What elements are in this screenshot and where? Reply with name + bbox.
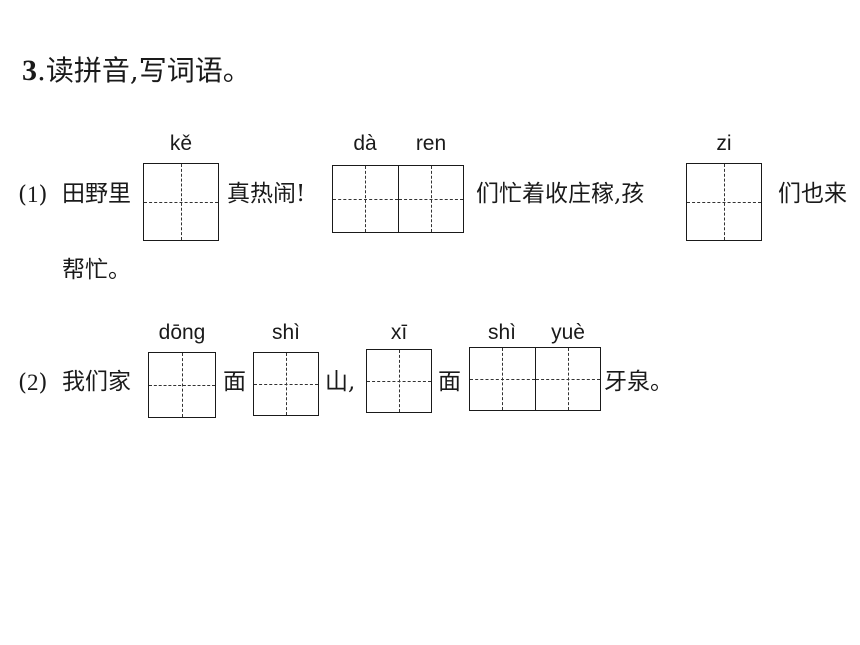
item-2-text-5: 牙泉。 xyxy=(604,369,673,395)
pinyin-dong: dōng xyxy=(158,321,206,344)
answer-box-ke[interactable] xyxy=(143,163,219,241)
answer-box-shi-1[interactable] xyxy=(253,352,319,416)
pinyin-ke: kě xyxy=(169,132,193,155)
pinyin-da: dà xyxy=(353,132,377,155)
pinyin-shi-1: shì xyxy=(271,321,300,344)
writing-cell[interactable] xyxy=(687,164,761,240)
writing-cell[interactable] xyxy=(149,353,215,417)
item-2-text-3: 山, xyxy=(325,369,356,395)
item-1-text-4: 们也来 xyxy=(778,181,847,207)
writing-cell[interactable] xyxy=(254,353,318,415)
item-1-text-3: 们忙着收庄稼,孩 xyxy=(476,181,645,207)
writing-cell[interactable] xyxy=(144,164,218,240)
item-2-label: (2) xyxy=(18,370,48,396)
item-1-text-5: 帮忙。 xyxy=(62,257,131,283)
writing-cell[interactable] xyxy=(333,166,398,232)
writing-cell[interactable] xyxy=(534,348,601,410)
pinyin-xi: xī xyxy=(390,321,408,344)
answer-box-shiyue[interactable] xyxy=(469,347,601,411)
item-1-text-1: 田野里 xyxy=(62,181,131,207)
question-instruction: .读拼音,写词语。 xyxy=(37,54,251,87)
writing-cell[interactable] xyxy=(397,166,464,232)
item-1-text-2: 真热闹! xyxy=(227,181,306,207)
pinyin-ren: ren xyxy=(415,132,447,155)
answer-box-dong[interactable] xyxy=(148,352,216,418)
question-number: 3 xyxy=(22,54,37,87)
pinyin-yue: yuè xyxy=(551,321,585,344)
item-2-text-1: 我们家 xyxy=(62,369,131,395)
answer-box-xi[interactable] xyxy=(366,349,432,413)
question-heading: 3.读拼音,写词语。 xyxy=(22,56,251,86)
item-2-text-2: 面 xyxy=(223,369,246,395)
writing-cell[interactable] xyxy=(470,348,535,410)
answer-box-zi[interactable] xyxy=(686,163,762,241)
pinyin-shi-2: shì xyxy=(487,321,516,344)
item-1-label: (1) xyxy=(18,182,48,208)
writing-cell[interactable] xyxy=(367,350,431,412)
pinyin-zi: zi xyxy=(716,132,732,155)
item-2-text-4: 面 xyxy=(438,369,461,395)
answer-box-daren[interactable] xyxy=(332,165,464,233)
